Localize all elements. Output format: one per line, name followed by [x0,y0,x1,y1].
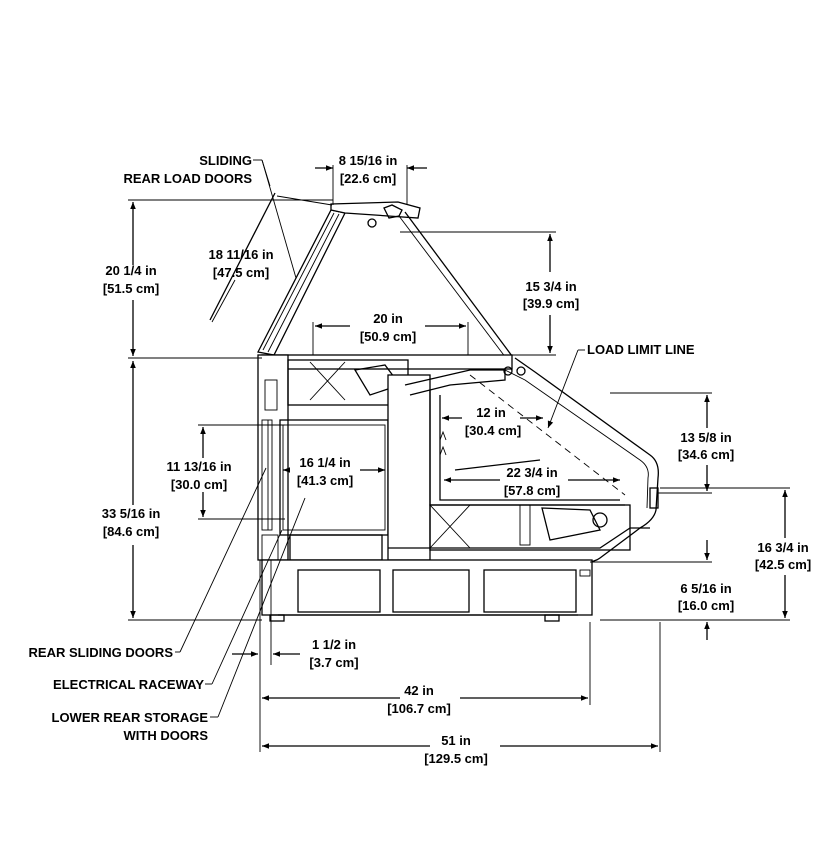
dim-front-glass-height-in: 15 3/4 in [525,279,576,294]
label-rear-sliding-doors: REAR SLIDING DOORS [29,645,174,660]
dim-raceway-offset-in: 1 1/2 in [312,637,356,652]
dim-kick-height-in: 6 5/16 in [680,581,731,596]
case-structure [257,195,659,622]
dim-case-depth-cm: [106.7 cm] [387,701,451,716]
label-lower-rear-storage: LOWER REAR STORAGE [52,710,209,725]
dim-top-depth-cm: [50.9 cm] [360,329,416,344]
dim-kick-height-cm: [16.0 cm] [678,598,734,613]
dim-deck-height-in: 16 3/4 in [757,540,808,555]
dim-storage-depth-in: 16 1/4 in [299,455,350,470]
label-with-doors: WITH DOORS [124,728,209,743]
dim-case-depth-in: 42 in [404,683,434,698]
dim-top-depth-in: 20 in [373,311,403,326]
dim-storage-depth-cm: [41.3 cm] [297,473,353,488]
dim-storage-height-in: 11 13/16 in [166,459,231,474]
label-load-limit-line: LOAD LIMIT LINE [587,342,695,357]
dim-deck-depth-in: 22 3/4 in [506,465,557,480]
dim-raceway-offset-cm: [3.7 cm] [309,655,358,670]
dim-overall-depth-cm: [129.5 cm] [424,751,488,766]
dim-overall-depth-in: 51 in [441,733,471,748]
dim-base-height-in: 33 5/16 in [102,506,161,521]
label-rear-load-doors: REAR LOAD DOORS [123,171,252,186]
label-sliding: SLIDING [199,153,252,168]
dim-glass-height-in: 20 1/4 in [105,263,156,278]
dim-front-height-cm: [34.6 cm] [678,447,734,462]
dim-shelf-depth-cm: [30.4 cm] [465,423,521,438]
dim-shelf-depth-in: 12 in [476,405,506,420]
dim-deck-depth-cm: [57.8 cm] [504,483,560,498]
dim-front-glass-height-cm: [39.9 cm] [523,296,579,311]
dim-top-width-cm: [22.6 cm] [340,171,396,186]
dim-base-height-cm: [84.6 cm] [103,524,159,539]
dim-rear-door-in: 18 11/16 in [208,247,273,262]
dim-storage-height-cm: [30.0 cm] [171,477,227,492]
dim-rear-door-cm: [47.5 cm] [213,265,269,280]
leader-lines [175,159,585,718]
dim-front-height-in: 13 5/8 in [680,430,731,445]
dimension-labels: 8 15/16 in [22.6 cm] 20 1/4 in [51.5 cm]… [102,153,811,766]
dim-deck-height-cm: [42.5 cm] [755,557,811,572]
label-electrical-raceway: ELECTRICAL RACEWAY [53,677,204,692]
callout-labels: SLIDING REAR LOAD DOORS LOAD LIMIT LINE … [29,153,695,743]
dim-top-width-in: 8 15/16 in [339,153,398,168]
dim-glass-height-cm: [51.5 cm] [103,281,159,296]
